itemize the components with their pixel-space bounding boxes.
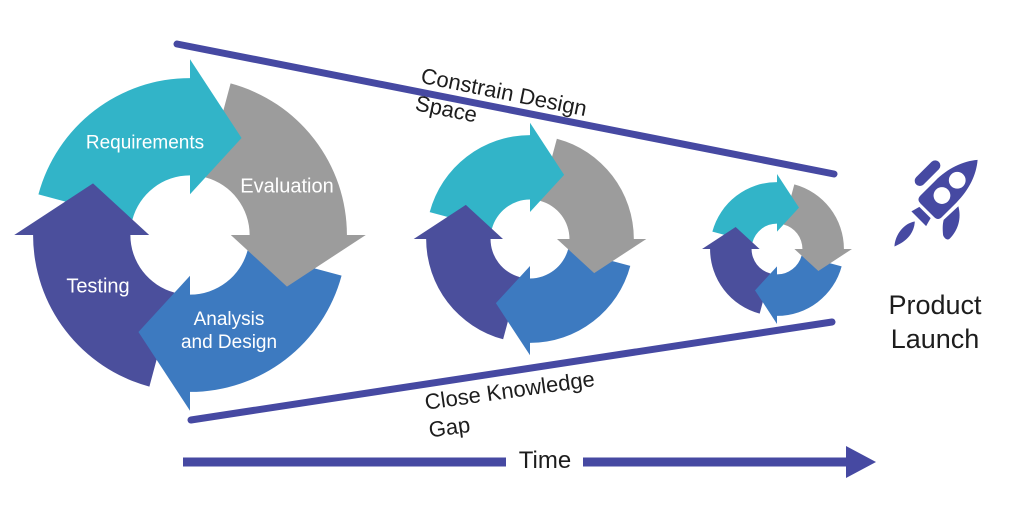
analysis-and-design-label: Analysis and Design <box>180 309 278 353</box>
rocket-flame <box>894 221 915 247</box>
time-axis-arrowhead-icon <box>846 446 876 478</box>
cycle-diagram-iteration-2 <box>413 122 647 356</box>
rocket-fin-right <box>942 206 960 240</box>
rocket-nozzle <box>911 206 931 227</box>
product-launch-label: Product Launch <box>888 290 982 354</box>
rocket-icon <box>894 159 978 247</box>
cycle-diagram-iteration-1 <box>14 59 366 411</box>
testing-label: Testing <box>66 275 130 298</box>
cycle-diagram-iteration-3 <box>702 174 852 324</box>
evaluation-label: Evaluation <box>240 175 334 198</box>
close-knowledge-gap-label: Close Knowledge Gap <box>423 365 600 444</box>
rocket-window-bottom <box>933 187 951 204</box>
time-label: Time <box>518 447 572 474</box>
rocket-window-top <box>948 171 966 189</box>
requirements-label: Requirements <box>85 132 205 154</box>
rocket-fin-left <box>914 160 941 187</box>
